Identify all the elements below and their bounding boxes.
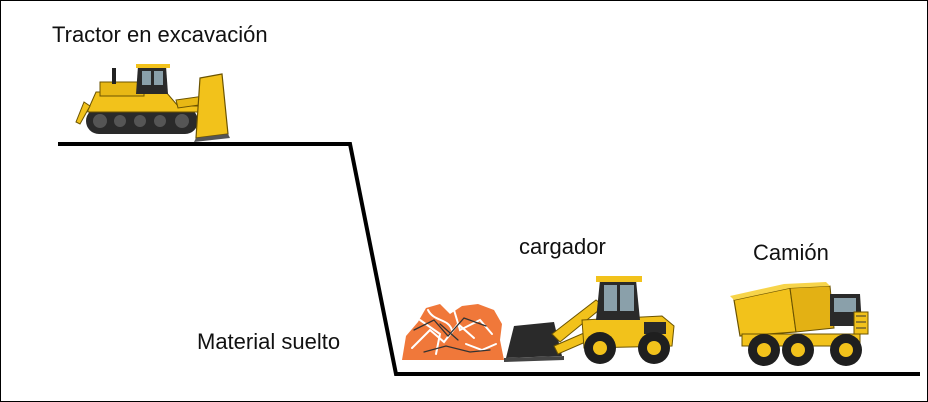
bulldozer-icon: [75, 64, 230, 142]
truck-label: Camión: [753, 240, 829, 265]
dump-truck-icon: [730, 282, 869, 366]
wheel-loader-icon: [504, 276, 675, 364]
loader-label: cargador: [519, 234, 606, 259]
tractor-label: Tractor en excavación: [52, 22, 268, 47]
loose-material-icon: [402, 304, 504, 360]
material-label: Material suelto: [197, 329, 341, 354]
ground-profile-line: [58, 142, 920, 376]
